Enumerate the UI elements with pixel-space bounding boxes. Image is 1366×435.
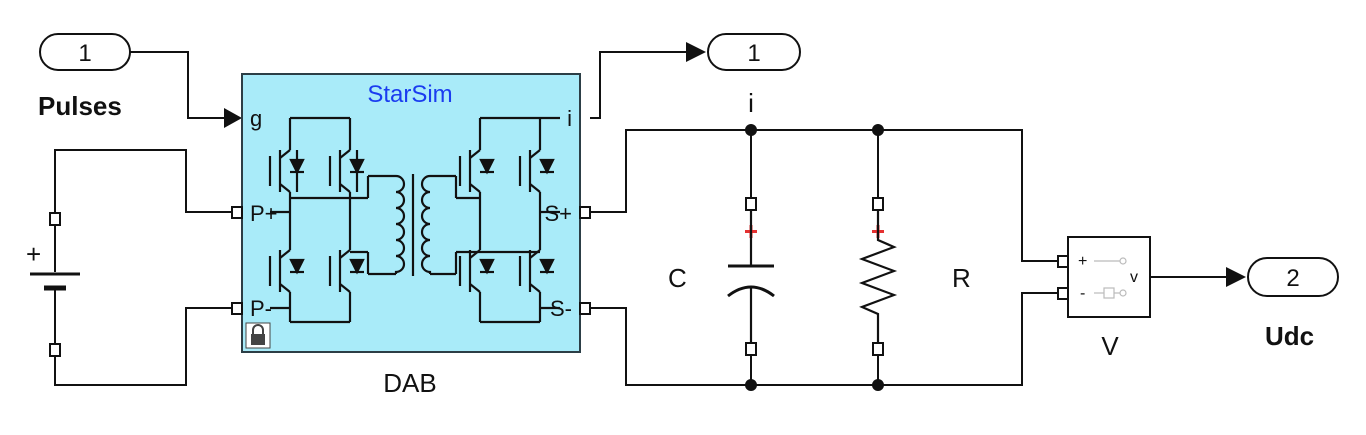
inport-pulses[interactable]: 1 xyxy=(39,33,131,71)
resistor[interactable] xyxy=(858,197,898,356)
voltmeter-minus: - xyxy=(1080,285,1085,302)
wires xyxy=(54,51,1228,386)
inport-pulses-label: Pulses xyxy=(38,91,122,121)
voltmeter-label: V xyxy=(1101,331,1119,361)
dab-title: StarSim xyxy=(367,81,452,108)
transformer-icon xyxy=(366,174,458,276)
voltmeter-sensor-icon xyxy=(1094,257,1127,299)
pin-s-plus: S+ xyxy=(544,201,572,226)
arrow-to-out2 xyxy=(1226,267,1246,287)
outport-1[interactable]: 1 xyxy=(707,33,801,71)
outport-udc-number: 2 xyxy=(1286,265,1299,292)
wire-battery-pminus[interactable] xyxy=(54,307,232,386)
resistor-label: R xyxy=(952,263,971,293)
outport-1-number: 1 xyxy=(747,40,760,67)
pin-g: g xyxy=(250,106,262,131)
dab-label: DAB xyxy=(383,368,436,398)
voltmeter-out: v xyxy=(1130,269,1138,286)
outport-udc-label: Udc xyxy=(1265,321,1314,351)
pin-i: i xyxy=(567,106,572,131)
wire-battery-pplus[interactable] xyxy=(54,149,232,218)
inport-pulses-number: 1 xyxy=(78,40,91,67)
capacitor-label: C xyxy=(668,263,687,293)
wire-top-rail[interactable] xyxy=(590,129,1058,262)
pin-p-plus: P+ xyxy=(250,201,278,226)
wire-bottom-rail[interactable] xyxy=(590,292,1058,386)
battery-plus-sign: + xyxy=(26,239,41,269)
lock-icon xyxy=(245,322,271,349)
pin-p-minus: P- xyxy=(250,296,272,321)
battery[interactable]: + xyxy=(26,212,80,357)
primary-bridge-icon xyxy=(268,116,368,324)
wire-i-out1[interactable] xyxy=(590,51,690,119)
voltmeter-plus: + xyxy=(1078,253,1087,270)
arrow-to-out1 xyxy=(686,42,706,62)
outport-udc[interactable]: 2 xyxy=(1247,257,1339,297)
arrow-to-g xyxy=(224,108,242,128)
pin-s-minus: S- xyxy=(550,296,572,321)
junctions xyxy=(745,124,884,391)
dab-block[interactable]: StarSim g P+ P- i S+ S- xyxy=(231,73,591,353)
voltmeter[interactable]: + - v xyxy=(1057,236,1151,318)
current-node-label: i xyxy=(748,88,754,118)
capacitor[interactable] xyxy=(727,197,775,356)
secondary-bridge-icon xyxy=(456,116,560,324)
wire-pulses-g[interactable] xyxy=(128,51,224,119)
